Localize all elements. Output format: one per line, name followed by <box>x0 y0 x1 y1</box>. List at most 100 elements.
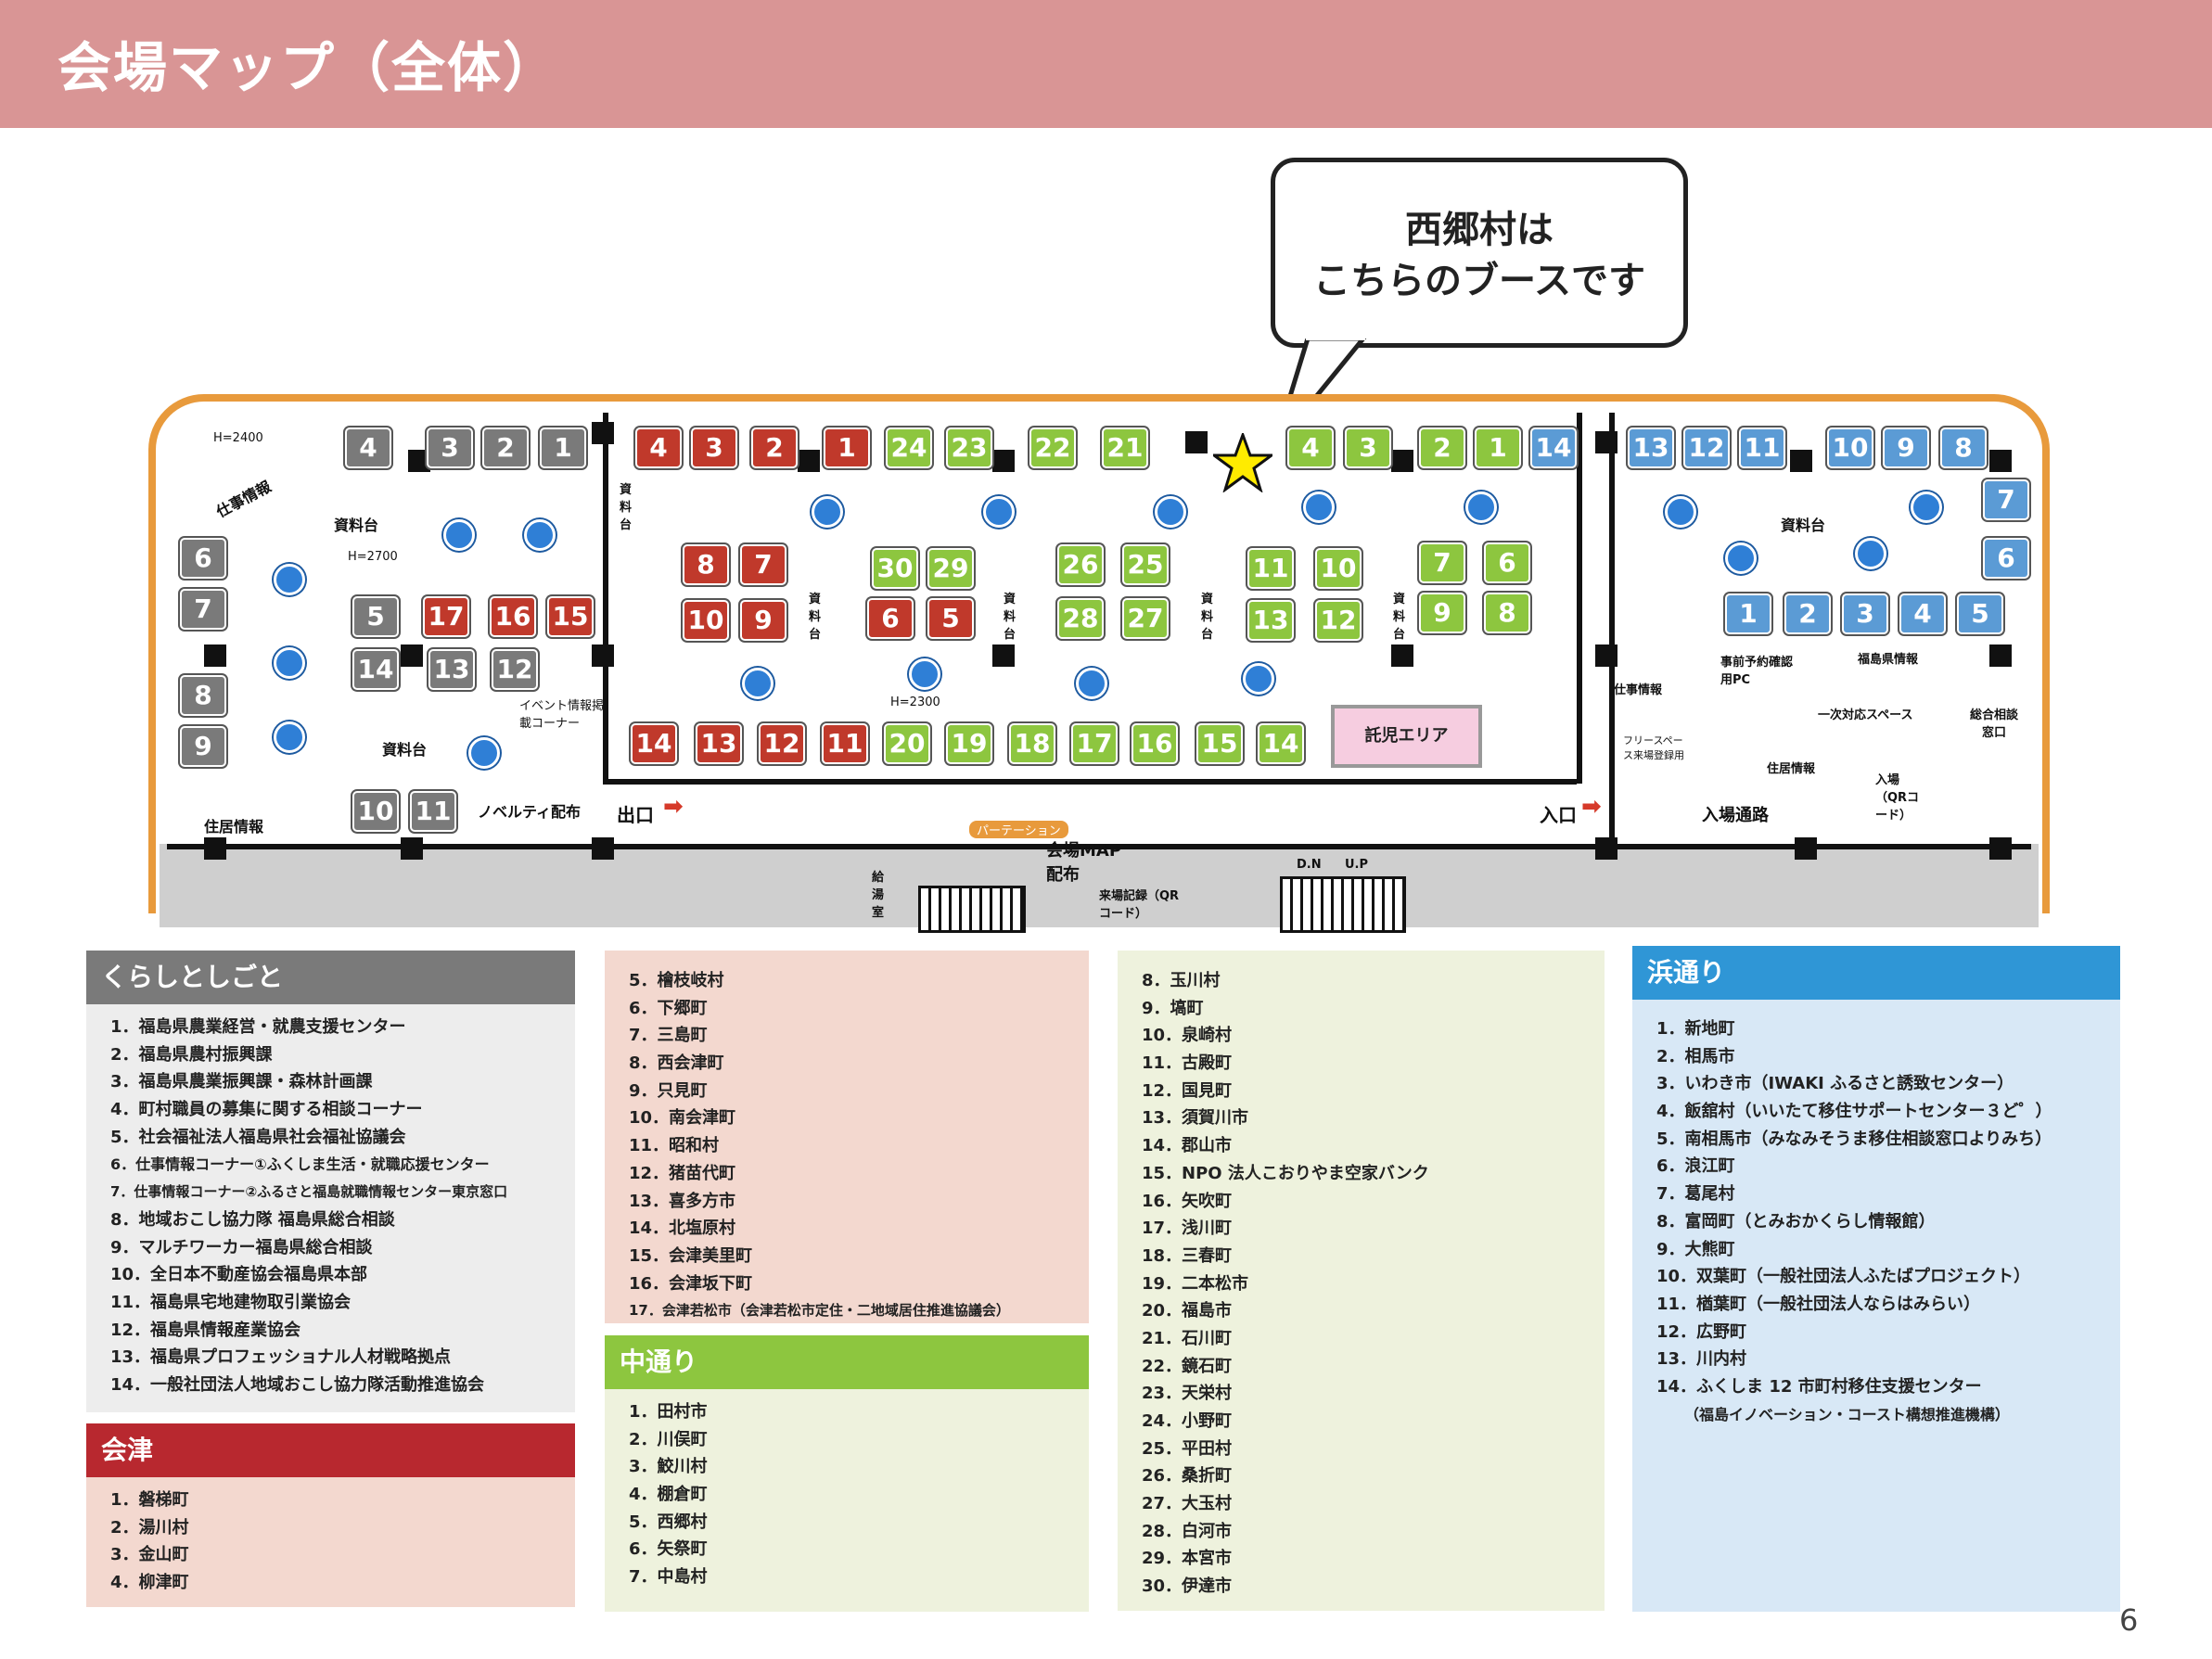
list-item: 4．棚倉町 <box>629 1485 708 1505</box>
booth-naka-8[interactable]: 8 <box>1484 593 1530 633</box>
booth-naka-26[interactable]: 26 <box>1057 544 1104 585</box>
housing-info-label: 住居情報 <box>1767 762 1816 776</box>
booth-kurashi-3[interactable]: 3 <box>427 428 473 468</box>
booth-kurashi-5[interactable]: 5 <box>352 596 399 637</box>
booth-naka-30[interactable]: 30 <box>872 548 918 589</box>
booth-hama-9[interactable]: 9 <box>1883 428 1929 468</box>
booth-naka-4[interactable]: 4 <box>1287 428 1334 468</box>
booth-naka-24[interactable]: 24 <box>886 428 932 468</box>
list-item: 29．本宮市 <box>1142 1549 1233 1569</box>
booth-naka-10[interactable]: 10 <box>1315 548 1362 589</box>
booth-kurashi-10[interactable]: 10 <box>352 791 399 832</box>
booth-naka-3[interactable]: 3 <box>1345 428 1391 468</box>
stair-down-label: D.N <box>1297 858 1322 872</box>
booth-naka-16[interactable]: 16 <box>1132 723 1178 764</box>
booth-naka-20[interactable]: 20 <box>884 723 930 764</box>
booth-naka-1[interactable]: 1 <box>1475 428 1521 468</box>
booth-hama-3[interactable]: 3 <box>1842 593 1888 634</box>
list-item: 5．南相馬市（みなみそうま移住相談窓口よりみち） <box>1656 1129 2052 1149</box>
booth-naka-12[interactable]: 12 <box>1315 600 1362 641</box>
booth-naka-6[interactable]: 6 <box>1484 542 1530 583</box>
legend-aizu: 会津 1．磐梯町 2．湯川村 3．金山町 4．柳津町 <box>86 1423 575 1607</box>
booth-kurashi-9[interactable]: 9 <box>180 726 226 767</box>
booth-aizu-15[interactable]: 15 <box>547 596 594 637</box>
booth-hama-8[interactable]: 8 <box>1940 428 1987 468</box>
booth-naka-9[interactable]: 9 <box>1419 593 1465 633</box>
booth-aizu-2[interactable]: 2 <box>751 428 798 468</box>
booth-naka-2[interactable]: 2 <box>1419 428 1465 468</box>
booth-aizu-16[interactable]: 16 <box>490 596 536 637</box>
booth-naka-21[interactable]: 21 <box>1102 428 1148 468</box>
booth-aizu-13[interactable]: 13 <box>696 723 742 764</box>
general-consult-label: 総合相談窓口 <box>1969 708 2018 740</box>
list-item: 28．白河市 <box>1142 1521 1233 1541</box>
booth-naka-14[interactable]: 14 <box>1258 723 1304 764</box>
booth-hama-5[interactable]: 5 <box>1957 593 2003 634</box>
booth-naka-27[interactable]: 27 <box>1122 598 1169 639</box>
booth-naka-15[interactable]: 15 <box>1196 723 1243 764</box>
booth-kurashi-7[interactable]: 7 <box>180 589 226 630</box>
booth-hama-1[interactable]: 1 <box>1725 593 1771 634</box>
booth-kurashi-8[interactable]: 8 <box>180 675 226 716</box>
booth-naka-25[interactable]: 25 <box>1122 544 1169 585</box>
booth-naka-11[interactable]: 11 <box>1247 548 1294 589</box>
booth-hama-2[interactable]: 2 <box>1784 593 1831 634</box>
booth-aizu-10[interactable]: 10 <box>683 600 729 641</box>
booth-aizu-5[interactable]: 5 <box>927 598 974 639</box>
list-item: 11．昭和村 <box>629 1136 720 1156</box>
callout-line-2: こちらのブースです <box>1313 260 1645 302</box>
booth-aizu-14[interactable]: 14 <box>631 723 677 764</box>
booth-hama-13[interactable]: 13 <box>1628 428 1674 468</box>
floor-map: 4 3 2 1 6 7 8 9 5 14 13 12 10 11 4 3 2 1… <box>148 394 2050 933</box>
page-number: 6 <box>2119 1602 2139 1638</box>
booth-naka-23[interactable]: 23 <box>946 428 992 468</box>
booth-naka-28[interactable]: 28 <box>1057 598 1104 639</box>
pillar <box>1185 431 1208 453</box>
booth-aizu-1[interactable]: 1 <box>824 428 870 468</box>
booth-kurashi-1[interactable]: 1 <box>540 428 586 468</box>
booth-hama-14[interactable]: 14 <box>1530 428 1577 468</box>
booth-kurashi-4[interactable]: 4 <box>345 428 391 468</box>
list-item: 2．湯川村 <box>110 1517 189 1538</box>
entrance-arrow-icon: ➡ <box>1581 793 1602 821</box>
list-item: 7．葛尾村 <box>1656 1184 1735 1205</box>
booth-kurashi-6[interactable]: 6 <box>180 538 226 579</box>
booth-aizu-17[interactable]: 17 <box>423 596 469 637</box>
booth-naka-18[interactable]: 18 <box>1009 723 1055 764</box>
pillar <box>401 837 423 860</box>
booth-hama-10[interactable]: 10 <box>1827 428 1873 468</box>
list-item: 13．須賀川市 <box>1142 1108 1249 1129</box>
material-table-label: 資料台 <box>620 483 633 532</box>
booth-kurashi-2[interactable]: 2 <box>482 428 529 468</box>
list-item: 15．会津美里町 <box>629 1245 753 1266</box>
booth-kurashi-14[interactable]: 14 <box>352 649 399 690</box>
booth-hama-6[interactable]: 6 <box>1983 538 2029 579</box>
booth-aizu-12[interactable]: 12 <box>759 723 805 764</box>
booth-aizu-8[interactable]: 8 <box>683 544 729 585</box>
booth-naka-19[interactable]: 19 <box>946 723 992 764</box>
free-space-label: フリースペース来場登録用 <box>1623 734 1684 761</box>
booth-naka-29[interactable]: 29 <box>927 548 974 589</box>
booth-naka-17[interactable]: 17 <box>1071 723 1118 764</box>
booth-aizu-3[interactable]: 3 <box>691 428 737 468</box>
exit-label: 出口 <box>617 804 654 826</box>
booth-aizu-4[interactable]: 4 <box>635 428 682 468</box>
booth-hama-12[interactable]: 12 <box>1683 428 1730 468</box>
admission-path-label: 入場通路 <box>1702 806 1769 825</box>
booth-kurashi-13[interactable]: 13 <box>428 649 475 690</box>
booth-hama-11[interactable]: 11 <box>1739 428 1785 468</box>
booth-aizu-7[interactable]: 7 <box>740 544 786 585</box>
booth-hama-7[interactable]: 7 <box>1983 479 2029 520</box>
booth-naka-7[interactable]: 7 <box>1419 542 1465 583</box>
table-icon <box>524 519 556 551</box>
booth-hama-4[interactable]: 4 <box>1899 593 1946 634</box>
booth-aizu-9[interactable]: 9 <box>740 600 786 641</box>
booth-naka-13[interactable]: 13 <box>1247 600 1294 641</box>
booth-kurashi-12[interactable]: 12 <box>492 649 538 690</box>
booth-kurashi-11[interactable]: 11 <box>410 791 456 832</box>
booth-aizu-6[interactable]: 6 <box>867 598 914 639</box>
booth-aizu-11[interactable]: 11 <box>822 723 868 764</box>
kitchen-label: 給湯室 <box>872 871 885 920</box>
list-item: 30．伊達市 <box>1142 1576 1233 1597</box>
booth-naka-22[interactable]: 22 <box>1029 428 1076 468</box>
